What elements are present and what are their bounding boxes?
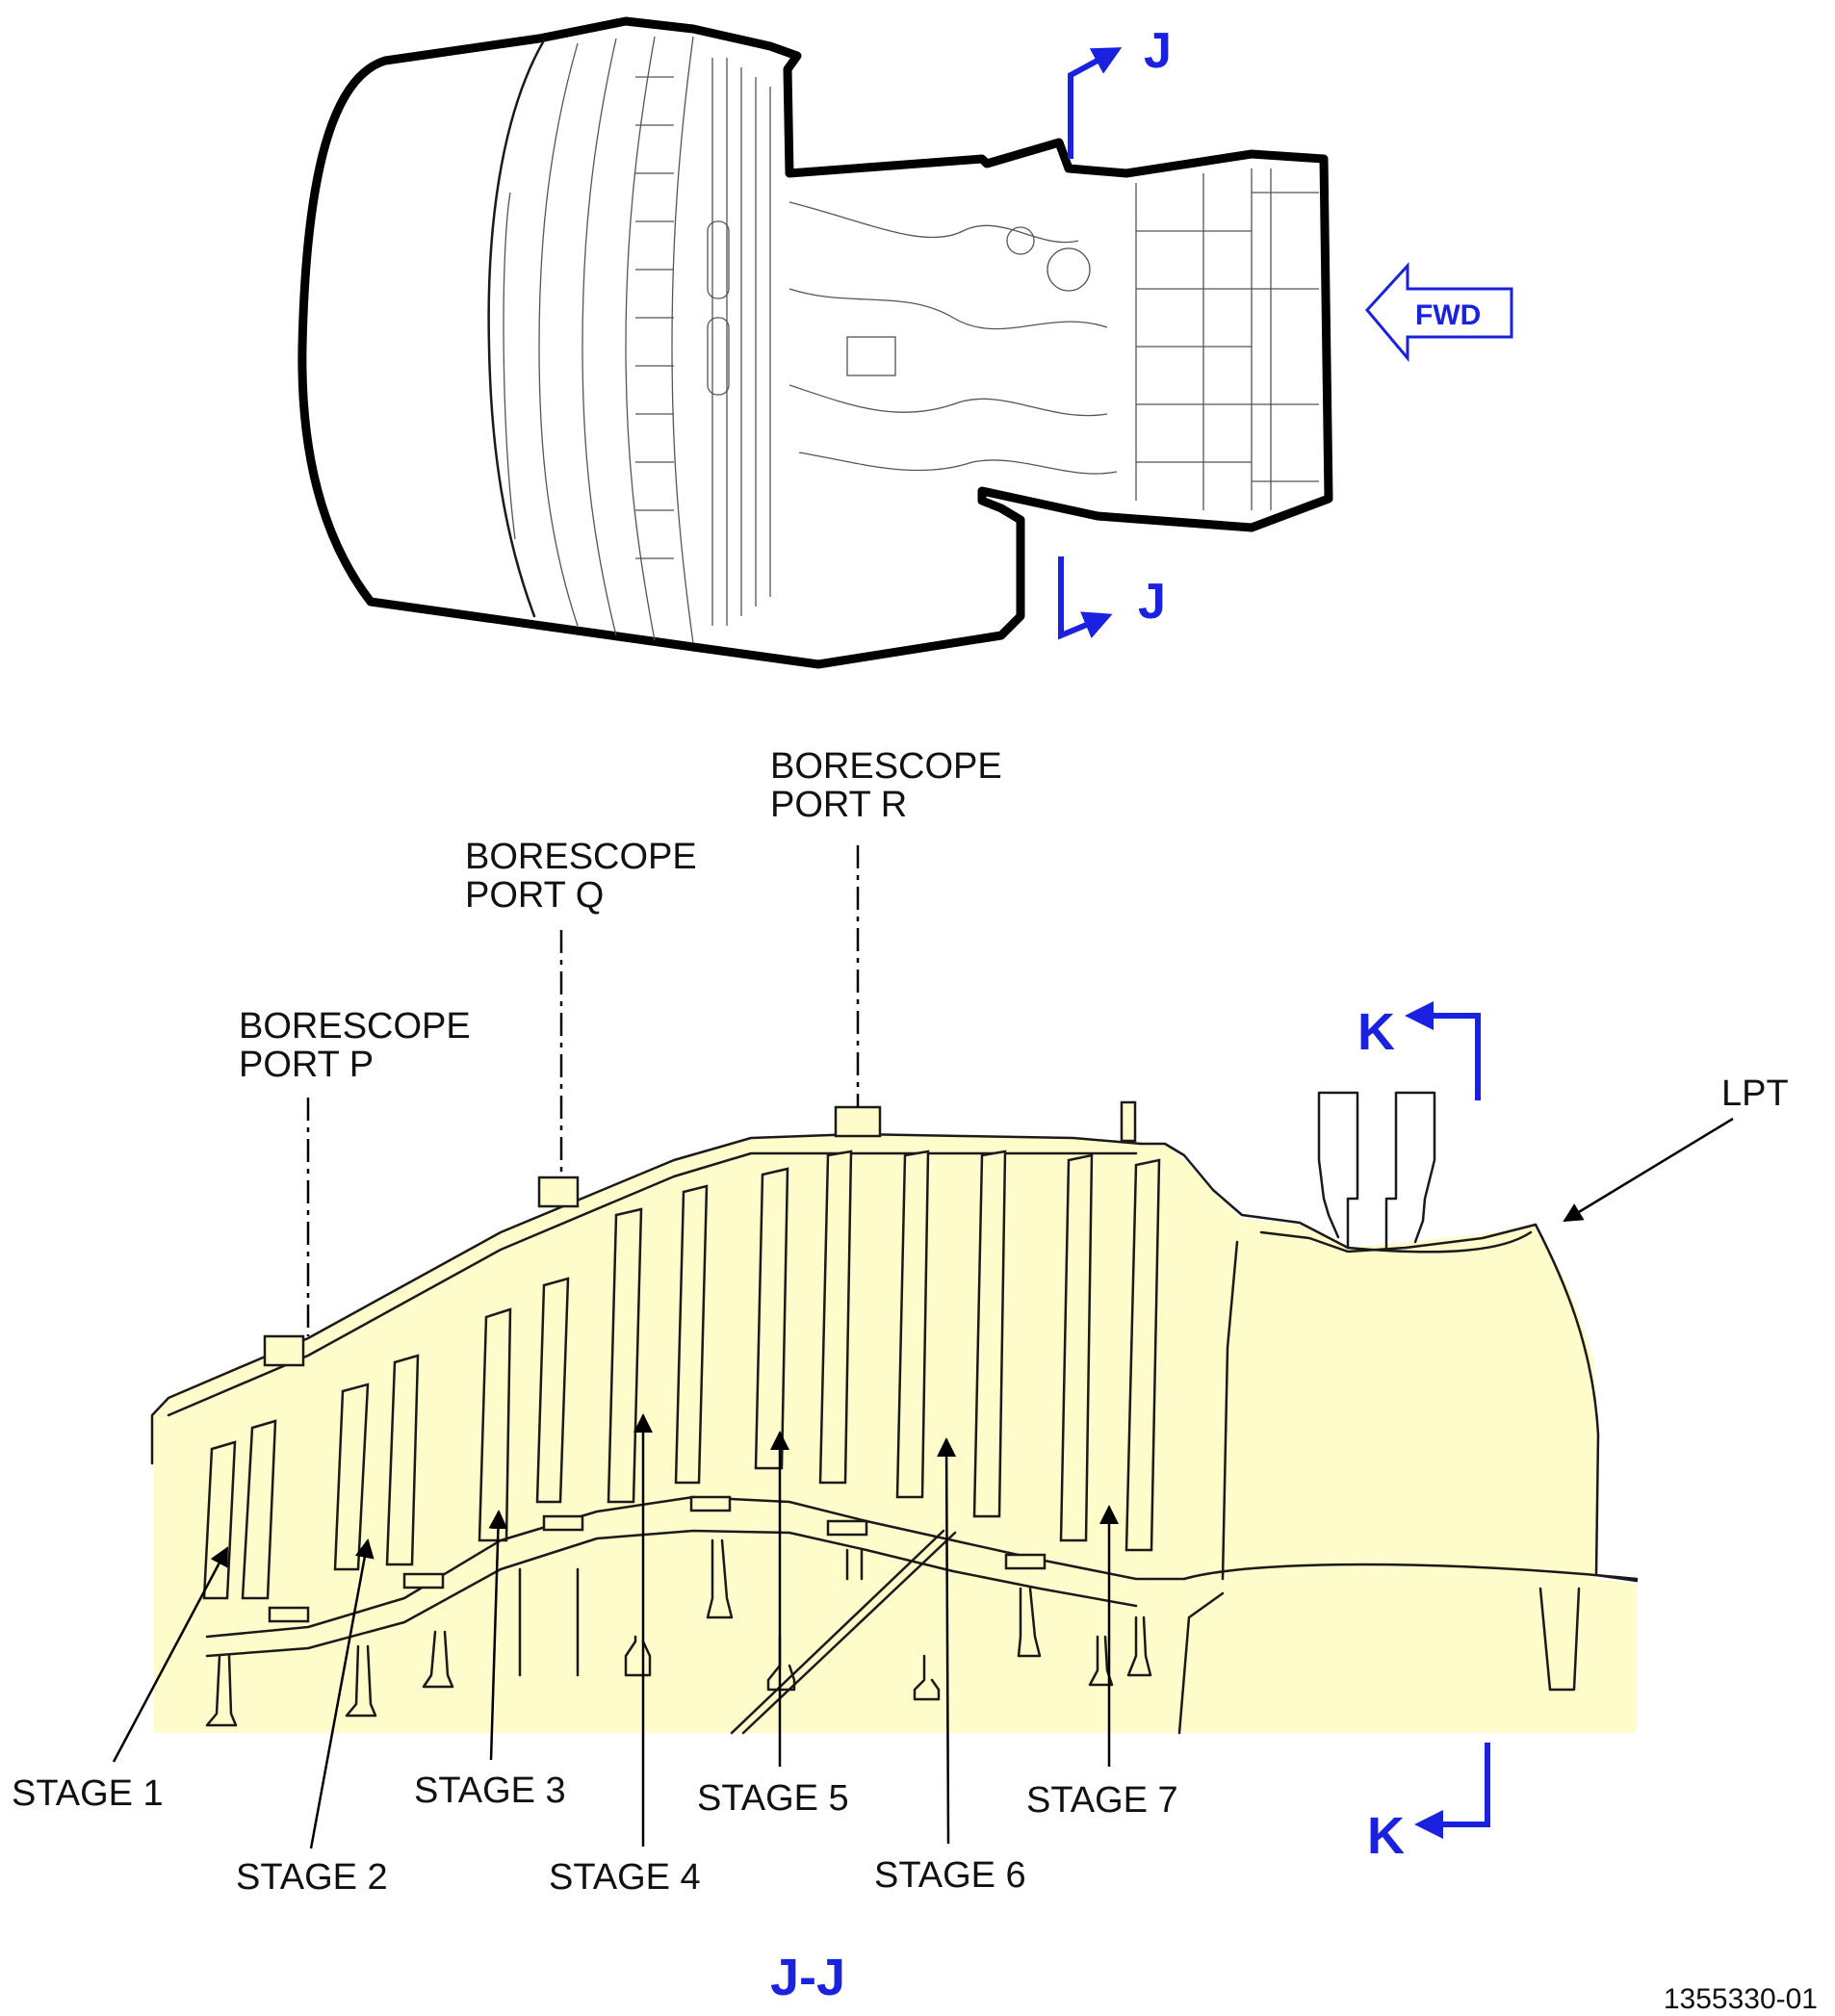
stage-2-label: STAGE 2 bbox=[236, 1857, 388, 1898]
port-p-line2: PORT P bbox=[239, 1045, 374, 1085]
fwd-arrow: FWD bbox=[1365, 262, 1513, 363]
section-marker-k-top: K bbox=[1357, 1003, 1395, 1061]
port-q-line2: PORT Q bbox=[465, 875, 604, 916]
section-cut-k-bottom: K bbox=[1367, 1743, 1490, 1865]
fwd-label: FWD bbox=[1415, 299, 1481, 331]
port-r-line1: BORESCOPE bbox=[770, 746, 1002, 787]
section-cut-j-bottom: J bbox=[1058, 556, 1166, 640]
stage-3-label: STAGE 3 bbox=[414, 1770, 566, 1811]
stage-1-label: STAGE 1 bbox=[12, 1773, 164, 1814]
stage-7-label: STAGE 7 bbox=[1026, 1780, 1178, 1821]
port-p-line1: BORESCOPE bbox=[239, 1006, 471, 1047]
borescope-port-r: BORESCOPE PORT R bbox=[770, 746, 1002, 1107]
rotor-disks bbox=[205, 1529, 1152, 1735]
borescope-port-q: BORESCOPE PORT Q bbox=[465, 837, 697, 1177]
figure-number: 1355330-01 bbox=[1664, 1983, 1818, 2015]
section-view-jj bbox=[149, 1091, 1639, 1735]
section-marker-j-bottom: J bbox=[1138, 574, 1166, 630]
lpt-label: LPT bbox=[1721, 1073, 1789, 1114]
stage-6-label: STAGE 6 bbox=[874, 1855, 1026, 1896]
section-title: J-J bbox=[770, 1949, 845, 2006]
port-p-boss bbox=[263, 1334, 305, 1367]
rear-flange bbox=[1120, 1100, 1137, 1143]
engine-overview bbox=[297, 16, 1333, 669]
fan-case-ribs bbox=[635, 58, 771, 626]
port-q-line1: BORESCOPE bbox=[465, 837, 697, 877]
stage-blades bbox=[202, 1150, 1161, 1600]
lpt-callout: LPT bbox=[1563, 1073, 1789, 1223]
port-r-line2: PORT R bbox=[770, 785, 907, 825]
stage-4-label: STAGE 4 bbox=[549, 1857, 701, 1898]
section-cut-j-top: J bbox=[1068, 23, 1172, 159]
core-details bbox=[707, 168, 1319, 510]
section-cut-k-top: K bbox=[1357, 1001, 1481, 1100]
port-r-boss bbox=[834, 1105, 882, 1138]
stage-callouts: STAGE 1 STAGE 2 STAGE 3 STAGE 4 STAGE 5 … bbox=[12, 1413, 1178, 1898]
section-marker-j-top: J bbox=[1144, 23, 1172, 79]
port-q-boss bbox=[537, 1176, 580, 1208]
compressor-section-fill bbox=[149, 1134, 1637, 1733]
blade-platforms bbox=[268, 1495, 1047, 1623]
borescope-port-p: BORESCOPE PORT P bbox=[239, 1006, 471, 1336]
stage-5-label: STAGE 5 bbox=[697, 1778, 849, 1819]
section-marker-k-bottom: K bbox=[1367, 1807, 1405, 1865]
